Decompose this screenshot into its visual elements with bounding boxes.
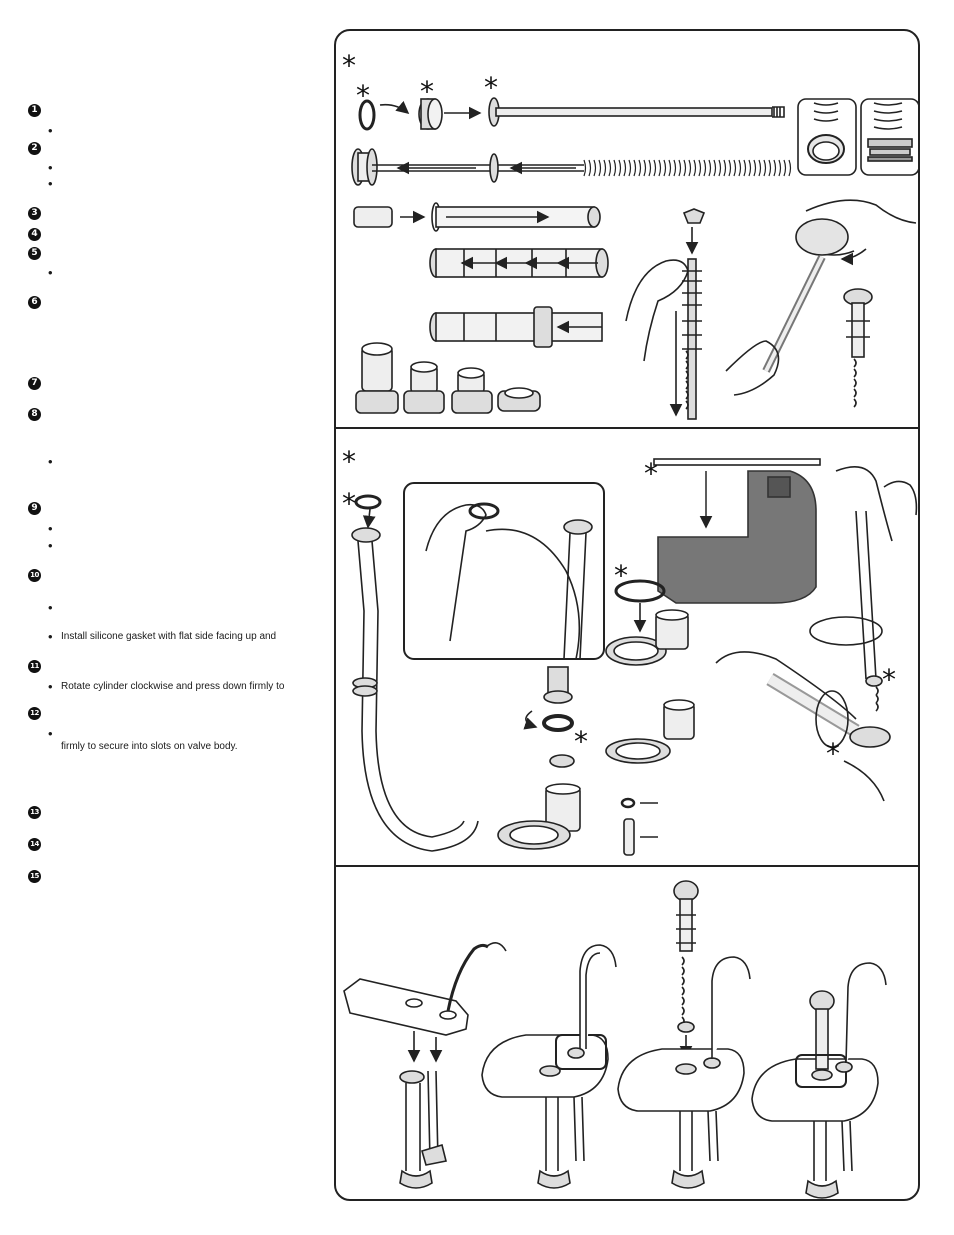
bullet-icon: • [48, 679, 53, 694]
asterisk-icon: * [342, 49, 356, 82]
step-number: 12 [28, 707, 41, 720]
step-number: 10 [28, 569, 41, 582]
detail-box-nut [860, 98, 918, 176]
small-parts-diagram [605, 699, 695, 856]
bullet-icon: • [48, 600, 53, 615]
step-number: 8 [28, 408, 41, 421]
step-number: 3 [28, 207, 41, 220]
bullet-icon: • [48, 629, 53, 644]
bullet-icon: • [48, 538, 53, 553]
bullet-icon: • [48, 454, 53, 469]
step-number: 5 [28, 247, 41, 260]
hand-assembly-diagram [625, 199, 917, 420]
step-number: 13 [28, 806, 41, 819]
insert-rotate-diagram [497, 666, 581, 850]
asterisk-icon: * [644, 457, 658, 490]
bullet-icon: • [48, 123, 53, 138]
detail-box-spring [797, 98, 857, 176]
tube-assembly-diagram [353, 202, 609, 348]
instruction-list: 1 • 2 • • 3 4 5 • 6 7 8 • 9 • • 10 • • I… [0, 0, 330, 1235]
assembly-illustration: * * * * * * * * * * * [342, 49, 918, 1199]
step-10-text: Install silicone gasket with flat side f… [61, 631, 277, 642]
cartridge-insert-diagram [715, 465, 918, 802]
valve-body-diagram [653, 458, 821, 604]
step-number: 6 [28, 296, 41, 309]
rod-assembly-diagram [358, 97, 785, 131]
hand-detail-box [403, 482, 605, 660]
asterisk-icon: * [614, 559, 628, 592]
bullet-icon: • [48, 521, 53, 536]
asterisk-icon: * [826, 737, 840, 770]
asterisk-icon: * [356, 79, 370, 112]
asterisk-icon: * [882, 663, 896, 696]
step-number: 1 [28, 104, 41, 117]
step-12-text: firmly to secure into slots on valve bod… [61, 741, 238, 752]
caps-row-diagram [355, 342, 541, 414]
asterisk-icon: * [484, 71, 498, 104]
deck-plate-diagram-3 [617, 880, 751, 1189]
step-number: 11 [28, 660, 41, 673]
bullet-icon: • [48, 160, 53, 175]
bullet-icon: • [48, 265, 53, 280]
step-number: 15 [28, 870, 41, 883]
step-number: 2 [28, 142, 41, 155]
section-divider [336, 865, 918, 867]
deck-plate-diagram-4 [751, 962, 887, 1199]
seal-insert-diagram [605, 579, 689, 666]
deck-plate-diagram-1 [343, 942, 507, 1189]
step-number: 14 [28, 838, 41, 851]
section-divider [336, 427, 918, 429]
deck-plate-diagram-2 [481, 944, 617, 1189]
spout-tube-diagram [351, 494, 479, 852]
bullet-icon: • [48, 726, 53, 741]
step-number: 9 [28, 502, 41, 515]
diagram-panel: * * * * * * * * * * * [334, 29, 920, 1201]
asterisk-icon: * [342, 445, 356, 478]
spring-rod-diagram [351, 148, 792, 186]
step-number: 7 [28, 377, 41, 390]
asterisk-icon: * [342, 487, 356, 520]
step-number: 4 [28, 228, 41, 241]
asterisk-icon: * [420, 75, 434, 108]
step-11-text: Rotate cylinder clockwise and press down… [61, 681, 285, 692]
bullet-icon: • [48, 176, 53, 191]
asterisk-icon: * [574, 725, 588, 758]
